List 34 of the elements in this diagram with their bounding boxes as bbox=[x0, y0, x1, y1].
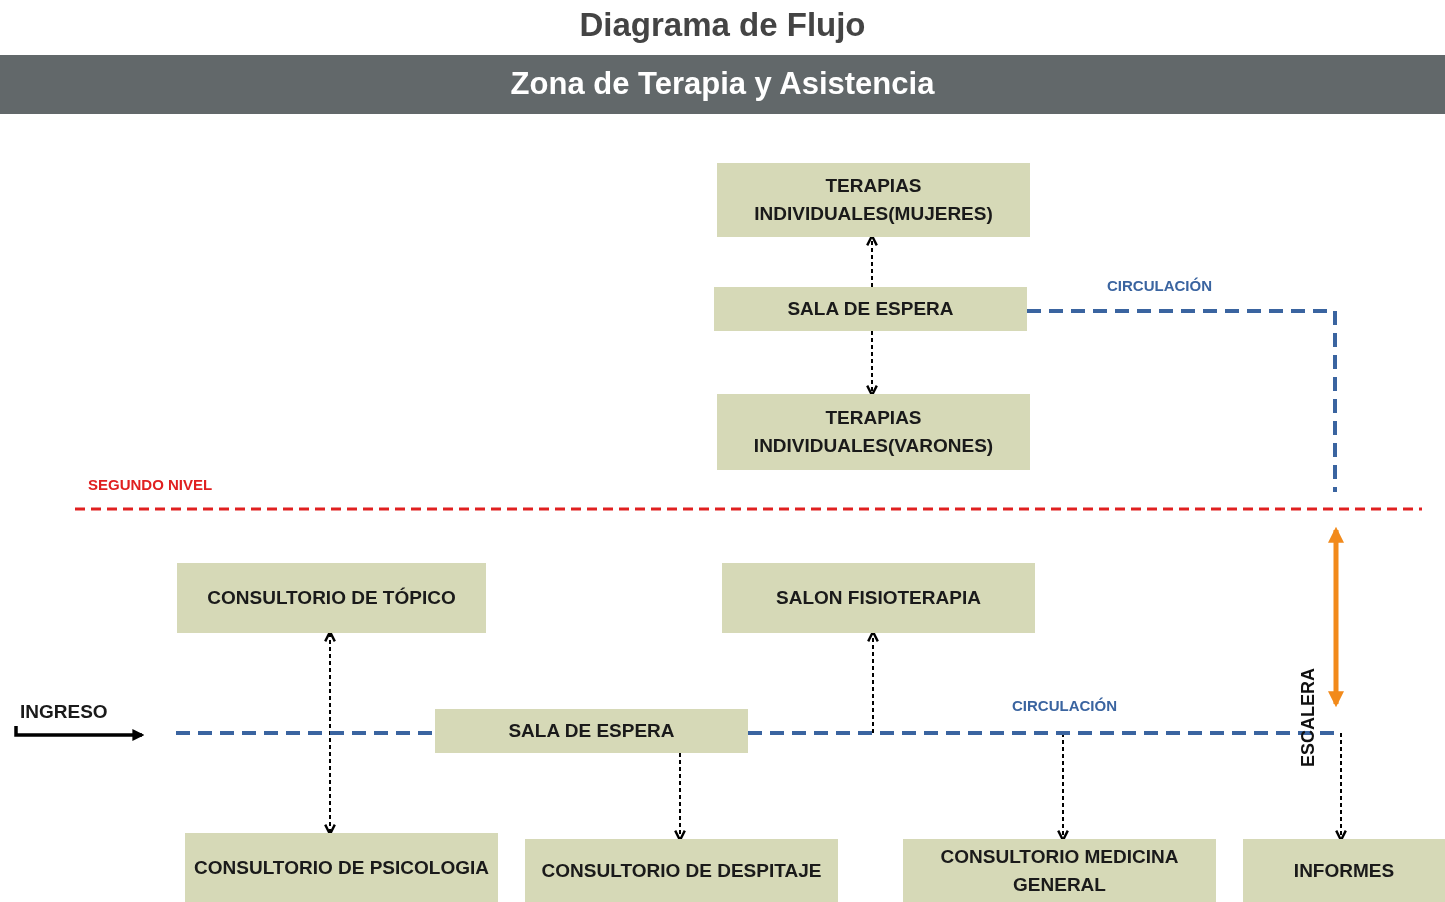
room-name: TERAPIAS INDIVIDUALES(MUJERES) bbox=[753, 174, 994, 226]
room-box bbox=[177, 563, 486, 633]
room-box bbox=[717, 394, 1030, 470]
room-name: SALON FISIOTERAPIA bbox=[776, 586, 981, 611]
room-box bbox=[903, 839, 1216, 902]
room-box bbox=[722, 563, 1035, 633]
circulation-path bbox=[1335, 732, 1347, 842]
circulation-path bbox=[674, 752, 686, 842]
room-box bbox=[525, 839, 838, 902]
arrow bbox=[14, 726, 145, 741]
stair-label: ESCALERA bbox=[1297, 668, 1319, 767]
room-name: SALA DE ESPERA bbox=[787, 297, 954, 322]
room-name: Zona de Terapia y Asistencia bbox=[510, 65, 935, 104]
edge-label: CIRCULACIÓN bbox=[1010, 697, 1119, 714]
room-name: CONSULTORIO DE PSICOLOGIA bbox=[194, 855, 489, 880]
circulation-path bbox=[1057, 732, 1069, 842]
entrance-label: INGRESO bbox=[20, 700, 108, 724]
edge-label: CIRCULACIÓN bbox=[1105, 277, 1214, 294]
room-name: INFORMES bbox=[1293, 858, 1395, 883]
room-box bbox=[717, 163, 1030, 237]
circulation-path bbox=[866, 330, 878, 397]
diagram-title: Diagrama de Flujo bbox=[578, 6, 867, 44]
room-box bbox=[185, 833, 498, 902]
circulation-path bbox=[1027, 309, 1337, 492]
room-name: CONSULTORIO DE TÓPICO bbox=[207, 586, 456, 611]
waiting-room-box bbox=[435, 709, 748, 753]
circulation-path bbox=[176, 731, 435, 735]
room-name: CONSULTORIO DE DESPITAJE bbox=[541, 858, 822, 883]
room-name: TERAPIAS INDIVIDUALES(VARONES) bbox=[752, 406, 995, 458]
header-band bbox=[0, 55, 1445, 114]
room-box bbox=[1243, 839, 1445, 902]
room-name: SALA DE ESPERA bbox=[508, 719, 675, 744]
room-name: CONSULTORIO MEDICINA GENERAL bbox=[939, 844, 1180, 897]
waiting-room-box bbox=[714, 287, 1027, 331]
